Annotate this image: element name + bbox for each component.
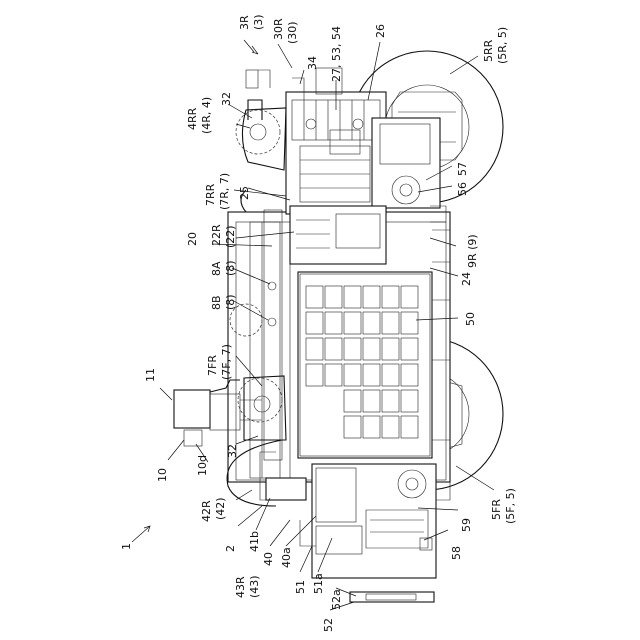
steering-unit bbox=[174, 390, 210, 428]
label-8Ap: (8) bbox=[224, 260, 237, 276]
label-26: 26 bbox=[374, 24, 387, 38]
label-8A: 8A bbox=[210, 261, 223, 276]
label-10d: 10d bbox=[196, 455, 209, 476]
label-5R5: (5R, 5) bbox=[496, 27, 509, 64]
label-30: (30) bbox=[286, 21, 299, 44]
label-42: (42) bbox=[214, 497, 227, 520]
label-43R: 43R bbox=[234, 576, 247, 598]
label-30R: 30R bbox=[272, 18, 285, 40]
label-40: 40 bbox=[262, 552, 275, 566]
label-59: 59 bbox=[460, 518, 473, 532]
label-1: 1 bbox=[120, 543, 133, 550]
label-5FR: 5FR bbox=[490, 499, 503, 520]
label-52: 52 bbox=[322, 618, 335, 632]
engine-block bbox=[286, 92, 386, 214]
label-5F5: (5F, 5) bbox=[504, 488, 517, 524]
label-4R4: (4R, 4) bbox=[200, 97, 213, 134]
label-22: (22) bbox=[224, 225, 237, 248]
label-51: 51 bbox=[294, 580, 307, 594]
label-20: 20 bbox=[186, 232, 199, 246]
label-32-bottom: 32 bbox=[226, 444, 239, 458]
label-51a: 51a bbox=[312, 573, 325, 594]
label-7R7: (7R, 7) bbox=[218, 173, 231, 210]
label-10: 10 bbox=[156, 468, 169, 482]
label-43: (43) bbox=[248, 575, 261, 598]
label-7F7: (7F, 7) bbox=[220, 344, 233, 380]
label-34: 34 bbox=[306, 56, 319, 70]
label-7FR: 7FR bbox=[206, 355, 219, 376]
label-56: 56 bbox=[456, 182, 469, 196]
label-22R: 22R bbox=[210, 224, 223, 246]
label-52a: 52a bbox=[330, 589, 343, 610]
label-7RR: 7RR bbox=[204, 183, 217, 206]
battery-panel bbox=[298, 272, 432, 458]
label-25: 25 bbox=[238, 186, 251, 200]
label-24: 24 bbox=[460, 272, 473, 286]
label-3R: 3R bbox=[238, 15, 251, 30]
label-41b: 41b bbox=[248, 531, 261, 552]
label-8B: 8B bbox=[210, 295, 223, 310]
label-3: (3) bbox=[252, 14, 265, 30]
label-9R: 9R (9) bbox=[466, 234, 479, 268]
label-42R: 42R bbox=[200, 500, 213, 522]
label-32-top: 32 bbox=[220, 92, 233, 106]
label-4RR: 4RR bbox=[186, 107, 199, 130]
label-5RR: 5RR bbox=[482, 39, 495, 62]
label-57: 57 bbox=[456, 162, 469, 176]
label-58: 58 bbox=[450, 546, 463, 560]
label-2: 2 bbox=[224, 545, 237, 552]
label-40a: 40a bbox=[280, 547, 293, 568]
label-8Bp: (8) bbox=[224, 294, 237, 310]
label-11: 11 bbox=[144, 368, 157, 382]
label-27: 27, 53, 54 bbox=[330, 26, 343, 82]
label-50: 50 bbox=[464, 312, 477, 326]
